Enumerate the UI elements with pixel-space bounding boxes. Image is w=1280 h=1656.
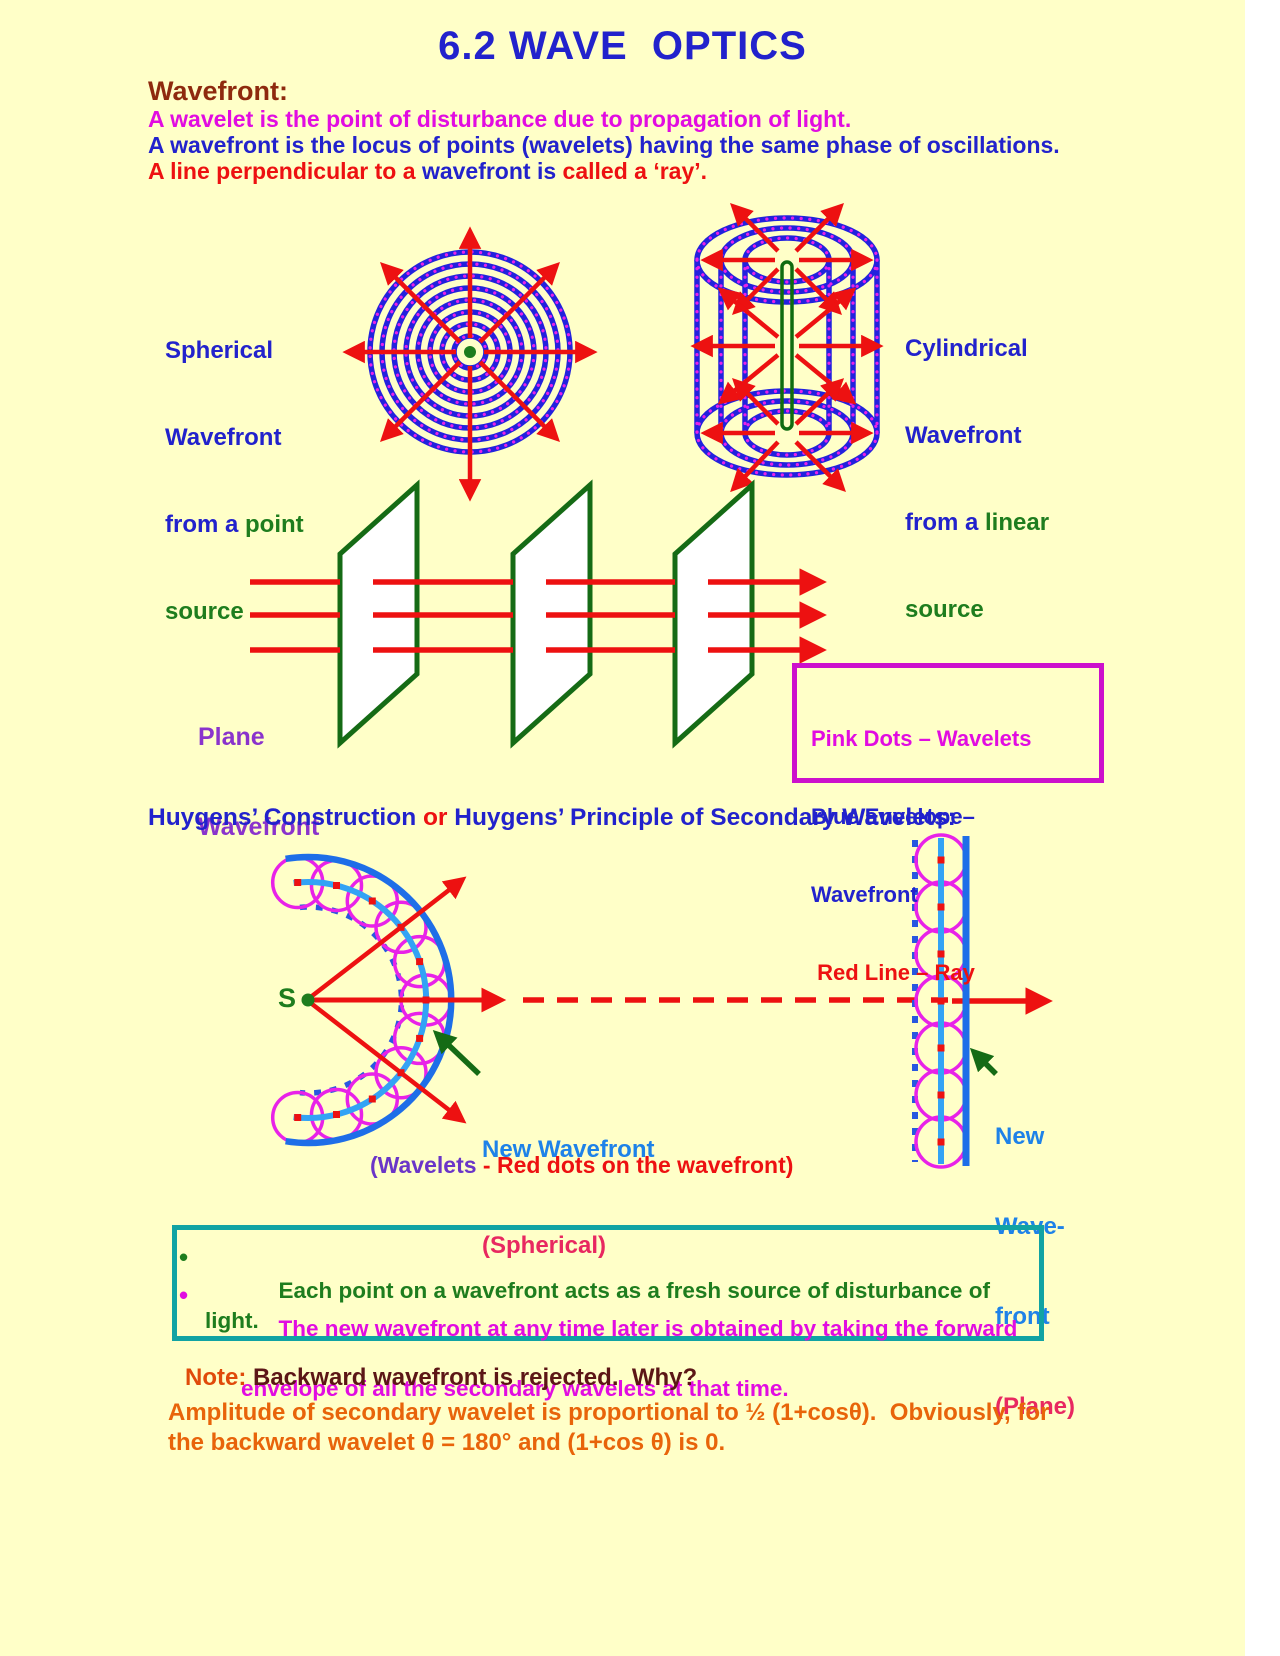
principles-box: •Each point on a wavefront acts as a fre… xyxy=(172,1225,1044,1401)
page-title: 6.2 WAVE OPTICS xyxy=(438,24,807,68)
ray-arrows xyxy=(342,226,598,502)
legend-blue-envelope: Blue Envelope– xyxy=(811,804,975,829)
label-line: Wavefront xyxy=(905,422,1022,449)
label-line: Wavefront xyxy=(165,424,282,451)
principle-bullet-1: •Each point on a wavefront acts as a fre… xyxy=(179,1242,997,1333)
wavelet-center-dots xyxy=(937,856,945,1146)
spherical-wavefront-diagram xyxy=(342,226,598,502)
label-line: source xyxy=(905,596,984,623)
definition-ray: A line perpendicular to a wavefront is c… xyxy=(148,158,707,185)
legend-wavefront: Wavefront xyxy=(811,882,918,907)
new-wavefront-pointer-arrow xyxy=(432,1030,481,1076)
label-line: Cylindrical xyxy=(905,335,1028,362)
bullet-icon: • xyxy=(179,1242,189,1272)
ray-arrows xyxy=(690,203,884,493)
legend-pink-dots: Pink Dots – Wavelets xyxy=(811,726,1032,751)
note-line: Note: Backward wavefront is rejected. Wh… xyxy=(185,1364,698,1391)
label-line: from a point xyxy=(165,511,304,538)
plane-wavefront-label: Plane Wavefront xyxy=(198,662,319,902)
new-wavefront-spherical-label: New Wavefront (Spherical) xyxy=(482,1070,654,1326)
label-line: from a linear xyxy=(905,509,1050,536)
spherical-wavefront-label: Spherical Wavefront from a point source xyxy=(165,278,304,684)
label-line: New Wavefront xyxy=(482,1136,655,1163)
huygens-spherical-construction xyxy=(270,853,1053,1147)
huygens-heading: Huygens’ Construction or Huygens’ Princi… xyxy=(148,804,956,831)
source-S-label: S xyxy=(278,983,297,1013)
legend-red-line: Red Line – Ray xyxy=(811,960,975,985)
label-line: New xyxy=(995,1123,1045,1150)
plane-wavefront-diagram xyxy=(250,479,827,749)
source-S-dot xyxy=(301,993,315,1007)
new-wavefront-pointer-arrow xyxy=(969,1047,998,1076)
definition-ray-part3: called a ‘ray’. xyxy=(556,158,708,184)
amplitude-line-1: Amplitude of secondary wavelet is propor… xyxy=(168,1399,1050,1426)
point-source-dot xyxy=(464,346,476,358)
definition-ray-part2: wavefront is xyxy=(421,158,557,184)
label-line: Plane xyxy=(198,723,265,751)
amplitude-line-2: the backward wavelet θ = 180° and (1+cos… xyxy=(168,1429,726,1456)
linear-source-bar xyxy=(780,260,794,431)
backward-envelope-dotted-arc xyxy=(299,904,405,1096)
rays xyxy=(308,876,1053,1124)
cylindrical-wavefront-diagram xyxy=(690,203,884,493)
label-line: source xyxy=(165,598,244,625)
principle-bullet-2: •The new wavefront at any time later is … xyxy=(179,1280,1018,1401)
wavefront-heading: Wavefront: xyxy=(148,76,288,106)
definition-wavefront: A wavefront is the locus of points (wave… xyxy=(148,132,1060,158)
definition-ray-part1: A line perpendicular to a xyxy=(148,158,422,184)
definition-wavelet: A wavelet is the point of disturbance du… xyxy=(148,106,852,132)
label-line: Spherical xyxy=(165,337,274,364)
huygens-plane-construction xyxy=(912,833,998,1169)
page-right-margin xyxy=(1245,0,1280,1656)
label-line: Wavefront xyxy=(198,813,320,841)
bullet-icon: • xyxy=(179,1280,189,1310)
label-line: (Plane) xyxy=(995,1393,1076,1420)
wavelets-caption: (Wavelets - Red dots on the wavefront) xyxy=(370,1152,794,1178)
legend-box: Pink Dots – Wavelets Blue Envelope– Wave… xyxy=(792,663,1104,985)
cylindrical-wavefront-label: Cylindrical Wavefront from a linear sour… xyxy=(905,276,1049,682)
label-line: (Spherical) xyxy=(482,1232,607,1259)
ray-lines xyxy=(250,568,827,664)
